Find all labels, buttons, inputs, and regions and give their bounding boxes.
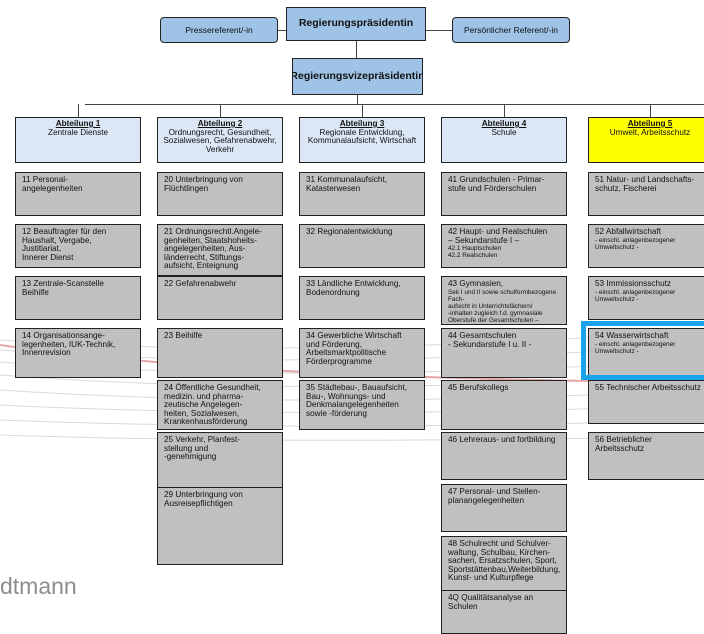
unit-box: 35 Städtebau-, Bauaufsicht,Bau-, Wohnung… [299, 380, 425, 430]
unit-box: 23 Beihilfe [157, 328, 283, 378]
unit-box: 24 Öffentliche Gesundheit,medizin. und p… [157, 380, 283, 430]
connector [356, 41, 357, 58]
unit-label: 31 Kommunalaufsicht,Katasterwesen [306, 175, 388, 193]
unit-box: 45 Berufskollegs [441, 380, 567, 430]
connector [504, 104, 505, 117]
unit-label: 46 Lehreraus- und fortbildung [448, 435, 556, 444]
department-subtitle: Regionale Entwicklung,Kommunalaufsicht, … [307, 127, 417, 146]
watermark-text: dtmann [0, 573, 77, 599]
unit-box: 21 Ordnungsrechtl.Angele-genheiten, Staa… [157, 224, 283, 276]
unit-box: 43 Gymnasien,Sek I und II sowie schulfor… [441, 276, 567, 325]
unit-label: 44 Gesamtschulen- Sekundarstufe I u. II … [448, 331, 532, 349]
unit-label: 11 Personal-angelegenheiten [22, 175, 83, 193]
connector-horizontal [85, 104, 704, 105]
department-subtitle: Ordnungsrecht, Gesundheit,Sozialwesen, G… [163, 127, 277, 154]
unit-box: 54 Wasserwirtschaft- einschl. anlagenbez… [588, 328, 704, 378]
unit-label: 32 Regionalentwicklung [306, 227, 393, 236]
department-title: Abteilung 2 [197, 119, 243, 128]
president-box: Regierungspräsidentin [286, 7, 426, 41]
unit-label: 23 Beihilfe [164, 331, 203, 340]
unit-label: 21 Ordnungsrechtl.Angele-genheiten, Staa… [164, 227, 262, 271]
unit-box: 55 Technischer Arbeitsschutz [588, 380, 704, 424]
department-subtitle: Zentrale Dienste [47, 127, 109, 137]
unit-label: 47 Personal- und Stellen-planangelegenhe… [448, 487, 541, 505]
unit-label: 33 Ländliche Entwicklung,Bodenordnung [306, 279, 401, 297]
department-subtitle: Umwelt, Arbeitsschutz [609, 127, 691, 137]
unit-label: 42 Haupt- und Realschulen– Sekundarstufe… [448, 227, 548, 245]
unit-box: 44 Gesamtschulen- Sekundarstufe I u. II … [441, 328, 567, 378]
unit-label: 48 Schulrecht und Schulver-waltung, Schu… [448, 539, 561, 583]
unit-box: 33 Ländliche Entwicklung,Bodenordnung [299, 276, 425, 320]
connector [278, 30, 286, 31]
connector [362, 104, 363, 117]
connector [78, 104, 79, 117]
unit-box: 32 Regionalentwicklung [299, 224, 425, 268]
unit-label: 25 Verkehr, Planfest-stellung und-genehm… [164, 435, 241, 462]
unit-label: 45 Berufskollegs [448, 383, 509, 392]
connector [357, 95, 358, 105]
unit-box: 48 Schulrecht und Schulver-waltung, Schu… [441, 536, 567, 597]
unit-box: 51 Natur- und Landschafts-schutz, Fische… [588, 172, 704, 216]
unit-label: 43 Gymnasien, [448, 279, 504, 288]
personal-officer-box: Persönlicher Referent/-in [452, 17, 570, 43]
unit-box: 31 Kommunalaufsicht,Katasterwesen [299, 172, 425, 216]
unit-sublabel: Sek I und II sowie schulformbezogene Fac… [448, 288, 556, 324]
unit-label: 55 Technischer Arbeitsschutz [595, 383, 701, 392]
unit-box: 22 Gefahrenabwehr [157, 276, 283, 320]
department-title: Abteilung 3 [339, 119, 385, 128]
connector [650, 104, 651, 117]
unit-label: 54 Wasserwirtschaft [595, 331, 669, 340]
unit-label: 22 Gefahrenabwehr [164, 279, 237, 288]
press-officer-box: Pressereferent/-in [160, 17, 278, 43]
unit-label: 53 Immissionsschutz [595, 279, 671, 288]
vice-president-box: Regierungsvizepräsidentin [292, 58, 423, 95]
unit-box: 47 Personal- und Stellen-planangelegenhe… [441, 484, 567, 532]
unit-box: 46 Lehreraus- und fortbildung [441, 432, 567, 480]
unit-box: 53 Immissionsschutz- einschl. anlagenbez… [588, 276, 704, 320]
unit-label: 52 Abfallwirtschaft [595, 227, 661, 236]
unit-label: 51 Natur- und Landschafts-schutz, Fische… [595, 175, 695, 193]
connector [426, 30, 452, 31]
unit-box: 41 Grundschulen - Primar-stufe und Förde… [441, 172, 567, 216]
unit-label: 41 Grundschulen - Primar-stufe und Förde… [448, 175, 545, 193]
department-subtitle: Schule [491, 127, 517, 137]
unit-box: 42 Haupt- und Realschulen– Sekundarstufe… [441, 224, 567, 268]
unit-box: 14 Organisationsange-legenheiten, IUK-Te… [15, 328, 141, 378]
department-title: Abteilung 4 [481, 119, 527, 128]
unit-label: 24 Öffentliche Gesundheit,medizin. und p… [164, 383, 261, 427]
highlight-frame [581, 321, 704, 380]
unit-box: 52 Abfallwirtschaft- einschl. anlagenbez… [588, 224, 704, 268]
department-title: Abteilung 5 [627, 119, 673, 128]
department-title: Abteilung 1 [55, 119, 101, 128]
unit-label: 35 Städtebau-, Bauaufsicht,Bau-, Wohnung… [306, 383, 408, 418]
unit-label: 14 Organisationsange-legenheiten, IUK-Te… [22, 331, 116, 358]
connector [220, 104, 221, 117]
unit-box: 11 Personal-angelegenheiten [15, 172, 141, 216]
